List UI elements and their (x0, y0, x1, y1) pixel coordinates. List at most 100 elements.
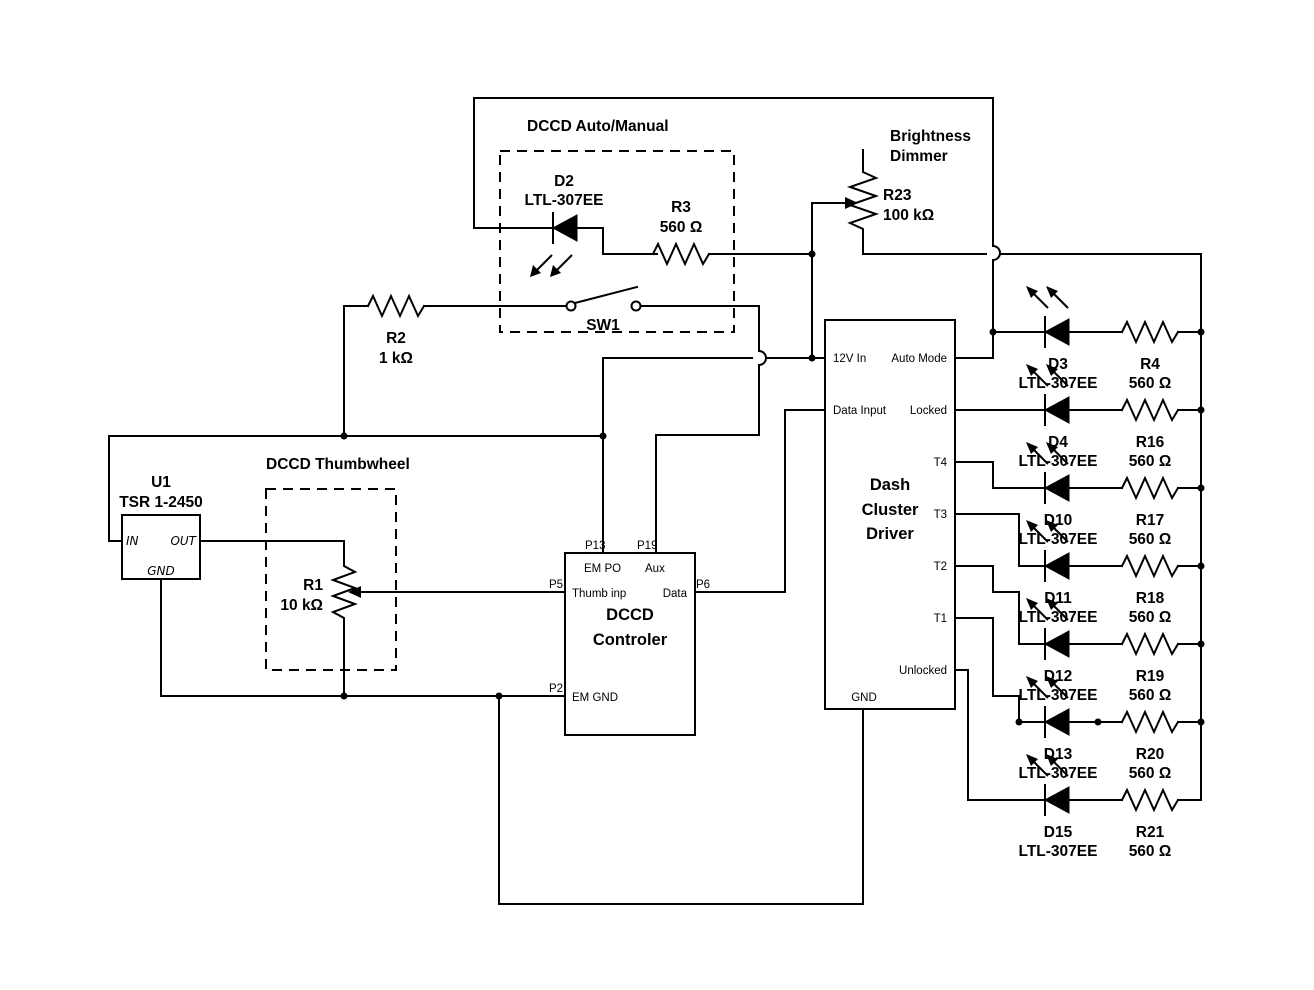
pin-driver-12v-in: 12V In (833, 353, 866, 365)
label-R23-value: 100 kΩ (883, 207, 934, 224)
led-D4-emission-arrows (1026, 364, 1069, 387)
wire-sw1-down (655, 364, 760, 554)
label-R18-ref: R18 (1136, 590, 1165, 607)
label-U1-ref: U1 (151, 474, 171, 491)
label-R21-value: 560 Ω (1129, 843, 1172, 860)
wire-t4 (954, 461, 1046, 489)
pin-U1-out: OUT (170, 534, 197, 548)
junction (808, 250, 816, 258)
junction (1197, 718, 1205, 726)
switch-SW1-contact-b (630, 300, 642, 312)
driver-name-3: Driver (866, 525, 914, 543)
resistor-R18 (1121, 555, 1179, 577)
label-U1-value: TSR 1-2450 (119, 494, 203, 511)
label-D13-value: LTL-307EE (1019, 765, 1098, 782)
dccd-controller (564, 552, 696, 736)
pin-label-em-po: EM PO (584, 563, 621, 575)
label-D12-value: LTL-307EE (1019, 687, 1098, 704)
junction (1094, 718, 1102, 726)
resistor-R17 (1121, 477, 1179, 499)
led-D2 (552, 212, 578, 244)
label-R21-ref: R21 (1136, 824, 1165, 841)
resistor-R19 (1121, 633, 1179, 655)
label-D12-ref: D12 (1044, 668, 1072, 685)
wire-auto-mode-loop (473, 97, 994, 247)
controller-name-1: DCCD (606, 606, 654, 624)
label-D2-ref: D2 (554, 173, 574, 190)
pin-label-thumb-inp: Thumb inp (572, 588, 626, 600)
led-D4 (1044, 394, 1070, 426)
junction (1015, 718, 1023, 726)
wire-gnd-loop (498, 695, 864, 905)
switch-SW1-lever[interactable] (573, 285, 639, 305)
label-R3-ref: R3 (671, 199, 691, 216)
group-box-thumbwheel (265, 488, 397, 671)
pin-driver-auto-mode: Auto Mode (891, 353, 947, 365)
junction (1197, 406, 1205, 414)
pin-controller-p13: P13 (585, 540, 605, 552)
led-D11-emission-arrows (1026, 520, 1069, 543)
wire-r23-wiper (811, 202, 825, 359)
label-R18-value: 560 Ω (1129, 609, 1172, 626)
pin-driver-locked: Locked (910, 405, 947, 417)
driver-name-1: Dash (870, 476, 910, 494)
pin-driver-unlocked: Unlocked (899, 665, 947, 677)
junction (1197, 640, 1205, 648)
pin-driver-t4: T4 (934, 457, 948, 469)
led-D10 (1044, 472, 1070, 504)
led-D2-emission-arrows (530, 254, 573, 277)
led-D11 (1044, 550, 1070, 582)
group-box-auto-manual (499, 150, 735, 333)
resistor-R3 (652, 243, 710, 265)
pin-controller-p2: P2 (549, 683, 563, 695)
label-D15-ref: D15 (1044, 824, 1073, 841)
group-label-thumbwheel: DCCD Thumbwheel (266, 456, 410, 473)
led-D13 (1044, 706, 1070, 738)
led-D12-emission-arrows (1026, 598, 1069, 621)
potentiometer-R1[interactable] (330, 559, 358, 697)
r1-wiper-arrow (348, 586, 361, 598)
label-R2-value: 1 kΩ (379, 350, 413, 367)
label-D4-value: LTL-307EE (1019, 453, 1098, 470)
wire-data (694, 409, 825, 593)
label-D13-ref: D13 (1044, 746, 1073, 763)
label-R17-ref: R17 (1136, 512, 1164, 529)
label-D2-value: LTL-307EE (525, 192, 604, 209)
wire-t1 (954, 617, 1046, 723)
led-D13-emission-arrows (1026, 676, 1069, 699)
pin-driver-t2: T2 (934, 561, 947, 573)
pin-label-aux: Aux (645, 563, 665, 575)
label-D10-value: LTL-307EE (1019, 531, 1098, 548)
pin-U1-gnd: GND (147, 564, 175, 578)
label-R2-ref: R2 (386, 330, 406, 347)
resistor-R16 (1121, 399, 1179, 421)
wire-u1-out (199, 540, 345, 561)
potentiometer-R23[interactable] (812, 149, 880, 255)
junction (989, 328, 997, 336)
wire-12v-bus (602, 357, 753, 554)
led-D12 (1044, 628, 1070, 660)
regulator-U1 (121, 514, 201, 580)
group-label-brightness-2: Dimmer (890, 148, 948, 165)
label-D15-value: LTL-307EE (1019, 843, 1098, 860)
pin-U1-in: IN (126, 534, 139, 548)
pin-driver-data-input: Data Input (833, 405, 887, 417)
label-R1-value: 10 kΩ (280, 597, 323, 614)
label-R19-ref: R19 (1136, 668, 1165, 685)
resistor-R2 (367, 295, 425, 317)
pin-controller-p5: P5 (549, 579, 563, 591)
led-D3 (1044, 316, 1070, 348)
junction (340, 432, 348, 440)
label-R16-value: 560 Ω (1129, 453, 1172, 470)
led-D15-emission-arrows (1026, 754, 1069, 777)
label-R4-ref: R4 (1140, 356, 1160, 373)
label-R3-value: 560 Ω (660, 219, 703, 236)
wire-r2-left (343, 305, 369, 437)
led-D3-emission-arrows (1026, 286, 1069, 309)
label-D10-ref: D10 (1044, 512, 1072, 529)
